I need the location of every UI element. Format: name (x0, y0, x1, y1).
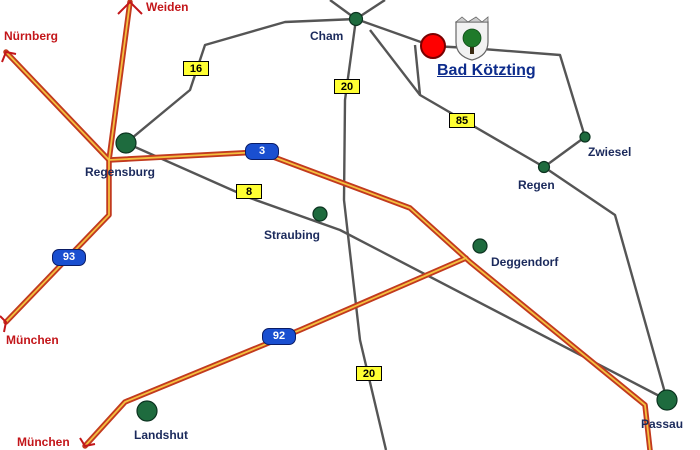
dot-regen (537, 160, 551, 174)
dot-landshut (136, 400, 158, 422)
autobahns (3, 0, 653, 450)
label-nuernberg: Nürnberg (4, 29, 58, 43)
dot-regensburg (115, 132, 137, 154)
label-bad-koetzting: Bad Kötzting (437, 62, 536, 79)
arrow-nuernberg-icon (1, 50, 17, 63)
road-badkoetzting-zwiesel (431, 44, 587, 138)
shield-a93: 93 (52, 249, 86, 266)
dot-bad-koetzting (420, 33, 446, 59)
road-zwiesel-regen (543, 136, 586, 168)
dot-deggendorf (472, 238, 488, 254)
label-muenchen-west: München (6, 333, 59, 347)
road-cham-badkoetzting (355, 17, 433, 48)
a93-south (3, 157, 112, 325)
dot-cham (348, 11, 364, 27)
label-cham: Cham (310, 29, 344, 43)
label-passau: Passau (641, 417, 684, 431)
label-weiden: Weiden (146, 0, 189, 14)
direction-arrows (0, 0, 143, 448)
arrow-muenchen-south-icon (79, 437, 96, 448)
shield-b16: 16 (183, 61, 209, 76)
shield-b20-south: 20 (356, 366, 382, 381)
arrow-muenchen-west-icon (0, 315, 8, 333)
label-regen: Regen (518, 178, 555, 192)
city-markers (115, 11, 678, 422)
label-landshut: Landshut (134, 428, 188, 442)
shield-a3: 3 (245, 143, 279, 160)
shield-a92: 92 (262, 328, 296, 345)
road-badkoetzting-regen (413, 44, 422, 96)
label-deggendorf: Deggendorf (491, 255, 559, 269)
shield-b20-north: 20 (334, 79, 360, 94)
road-regensburg-cham (125, 17, 357, 144)
shield-b85: 85 (449, 113, 475, 128)
road-b8 (125, 141, 668, 402)
dot-straubing (312, 206, 328, 222)
label-straubing: Straubing (264, 228, 320, 242)
label-zwiesel: Zwiesel (588, 145, 632, 159)
arrow-weiden-icon (117, 0, 143, 15)
tree-crest-icon (454, 16, 489, 61)
dot-passau (656, 389, 678, 411)
shield-b8: 8 (236, 184, 262, 199)
dot-zwiesel (579, 131, 591, 143)
label-regensburg: Regensburg (85, 165, 156, 179)
label-muenchen-south: München (17, 435, 70, 449)
